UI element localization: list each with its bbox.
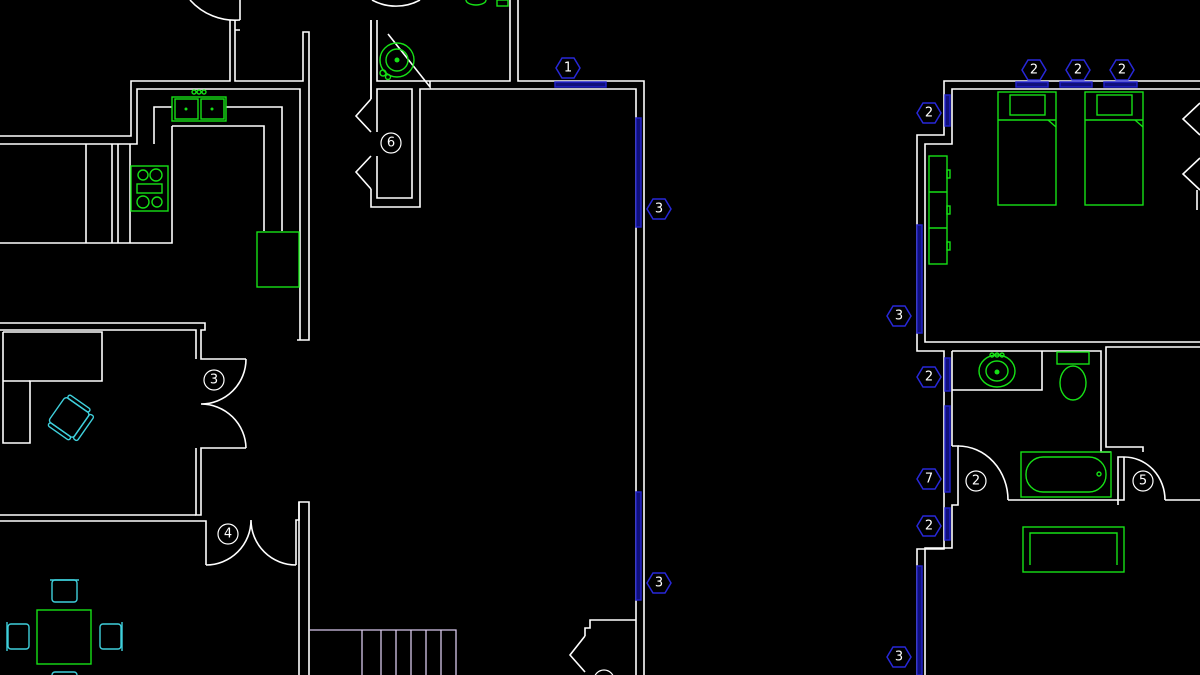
bathroom-sink [978, 352, 1016, 388]
window-tag[interactable]: 2 [916, 515, 942, 537]
window-tag-label: 3 [895, 309, 903, 324]
door-tag-label: 3 [210, 373, 218, 388]
door-tag-partial [594, 669, 614, 675]
window-tag-label: 3 [655, 202, 663, 217]
window-tag[interactable]: 2 [1021, 59, 1047, 81]
office-chair [47, 394, 95, 442]
toilet [1056, 351, 1090, 401]
door-tag-label: 4 [224, 527, 232, 542]
bed-1 [997, 91, 1057, 206]
window-tag-label: 3 [895, 650, 903, 665]
kitchen-sink [171, 89, 227, 122]
desk [2, 331, 103, 444]
window-tag-label: 1 [564, 61, 572, 76]
window-tag-label: 2 [1074, 63, 1082, 78]
door-tag[interactable]: 4 [217, 523, 239, 545]
top-fixture [465, 0, 509, 7]
window-tag[interactable]: 3 [886, 305, 912, 327]
door-tag[interactable]: 2 [965, 470, 987, 492]
window-tag[interactable]: 2 [1065, 59, 1091, 81]
window-tag-label: 2 [1030, 63, 1038, 78]
sofa [1022, 526, 1125, 573]
stove [130, 165, 169, 212]
window-tag[interactable]: 3 [646, 198, 672, 220]
window-tag[interactable]: 3 [886, 646, 912, 668]
door-tag-label: 6 [387, 136, 395, 151]
dining-table [36, 609, 92, 665]
window-tag-label: 3 [655, 576, 663, 591]
door-tag[interactable]: 6 [380, 132, 402, 154]
window-tag-label: 2 [925, 519, 933, 534]
stairs [309, 629, 457, 675]
corner-sink [379, 42, 415, 81]
window-tag[interactable]: 2 [916, 102, 942, 124]
dresser [928, 155, 951, 265]
dining-chairs [6, 579, 123, 675]
window-tag[interactable]: 7 [916, 468, 942, 490]
window-tag[interactable]: 3 [646, 572, 672, 594]
window-tag-label: 7 [925, 472, 933, 487]
window-tag-label: 2 [925, 370, 933, 385]
door-tag[interactable]: 3 [203, 369, 225, 391]
window-tag[interactable]: 2 [1109, 59, 1135, 81]
window-tag-label: 2 [1118, 63, 1126, 78]
bathtub [1020, 451, 1112, 498]
refrigerator [256, 231, 300, 288]
bed-2 [1084, 91, 1144, 206]
door-tag[interactable]: 5 [1132, 470, 1154, 492]
windows [554, 81, 1138, 675]
door-tag-label: 5 [1139, 474, 1147, 489]
window-tag[interactable]: 1 [555, 57, 581, 79]
window-tag-label: 2 [925, 106, 933, 121]
door-tag-label: 2 [972, 474, 980, 489]
window-tag[interactable]: 2 [916, 366, 942, 388]
